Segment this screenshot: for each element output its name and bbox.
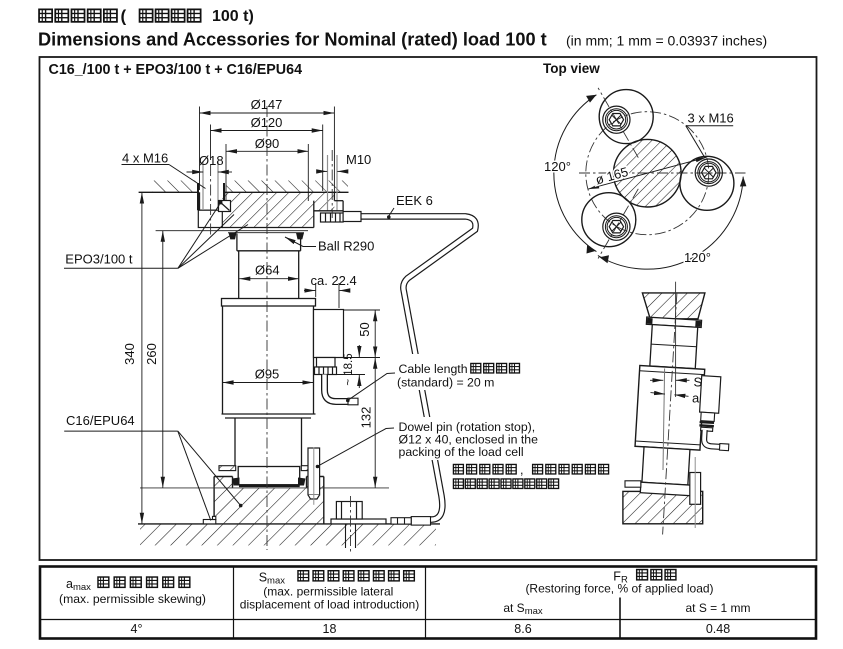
svg-text:Ø147: Ø147 xyxy=(251,97,283,112)
svg-text:(standard) = 20 m: (standard) = 20 m xyxy=(397,376,494,390)
svg-text:4 x M16: 4 x M16 xyxy=(122,151,168,166)
svg-text:(in mm; 1 mm = 0.03937 inches): (in mm; 1 mm = 0.03937 inches) xyxy=(566,33,767,49)
svg-text:132: 132 xyxy=(359,407,374,429)
svg-text:120°: 120° xyxy=(544,159,571,174)
svg-text:3 x M16: 3 x M16 xyxy=(688,111,734,126)
svg-text:C16/EPU64: C16/EPU64 xyxy=(66,413,135,428)
svg-text:at S = 1 mm: at S = 1 mm xyxy=(685,601,750,615)
svg-text:50: 50 xyxy=(357,322,372,336)
svg-text:(max. permissible skewing): (max. permissible skewing) xyxy=(59,592,206,606)
svg-text:260: 260 xyxy=(144,343,159,365)
svg-text:100 t): 100 t) xyxy=(212,8,254,25)
svg-text:~ 18.5: ~ 18.5 xyxy=(343,353,355,385)
svg-text:Ø120: Ø120 xyxy=(251,115,283,130)
svg-text:displacement of load introduct: displacement of load introduction) xyxy=(240,598,419,612)
svg-text:4°: 4° xyxy=(131,622,143,636)
svg-text:ca. 22.4: ca. 22.4 xyxy=(311,273,357,288)
svg-text:(: ( xyxy=(121,7,127,26)
svg-text:Top view: Top view xyxy=(543,61,600,76)
svg-text:,: , xyxy=(520,463,523,477)
svg-text:Dimensions and Accessories for: Dimensions and Accessories for Nominal (… xyxy=(38,30,547,50)
svg-text:Ball R290: Ball R290 xyxy=(318,239,374,254)
svg-text:S: S xyxy=(694,375,703,390)
svg-text:a: a xyxy=(692,391,700,406)
svg-text:Ø64: Ø64 xyxy=(255,263,280,278)
svg-text:EPO3/100 t: EPO3/100 t xyxy=(65,252,133,267)
svg-text:Ø18: Ø18 xyxy=(199,153,224,168)
svg-text:120°: 120° xyxy=(684,250,711,265)
svg-text:0.48: 0.48 xyxy=(706,622,730,636)
svg-text:(max. permissible lateral: (max. permissible lateral xyxy=(263,585,393,599)
svg-text:Cable length: Cable length xyxy=(399,362,468,376)
svg-text:EEK 6: EEK 6 xyxy=(396,193,433,208)
svg-text:packing of the load cell: packing of the load cell xyxy=(399,445,524,459)
svg-text:340: 340 xyxy=(122,343,137,365)
svg-text:M10: M10 xyxy=(346,152,371,167)
svg-text:C16_/100 t + EPO3/100 t + C16/: C16_/100 t + EPO3/100 t + C16/EPU64 xyxy=(49,62,303,78)
svg-text:Ø90: Ø90 xyxy=(255,136,280,151)
svg-text:8.6: 8.6 xyxy=(514,622,531,636)
svg-text:18: 18 xyxy=(323,622,337,636)
svg-text:Ø12 x 40, enclosed in the: Ø12 x 40, enclosed in the xyxy=(399,433,539,447)
svg-text:Ø95: Ø95 xyxy=(255,367,280,382)
svg-text:at Smax: at Smax xyxy=(503,601,543,617)
svg-text:amax: amax xyxy=(66,577,91,593)
svg-text:Dowel pin (rotation stop),: Dowel pin (rotation stop), xyxy=(399,420,536,434)
svg-text:(Restoring force, % of applied: (Restoring force, % of applied load) xyxy=(525,582,713,596)
